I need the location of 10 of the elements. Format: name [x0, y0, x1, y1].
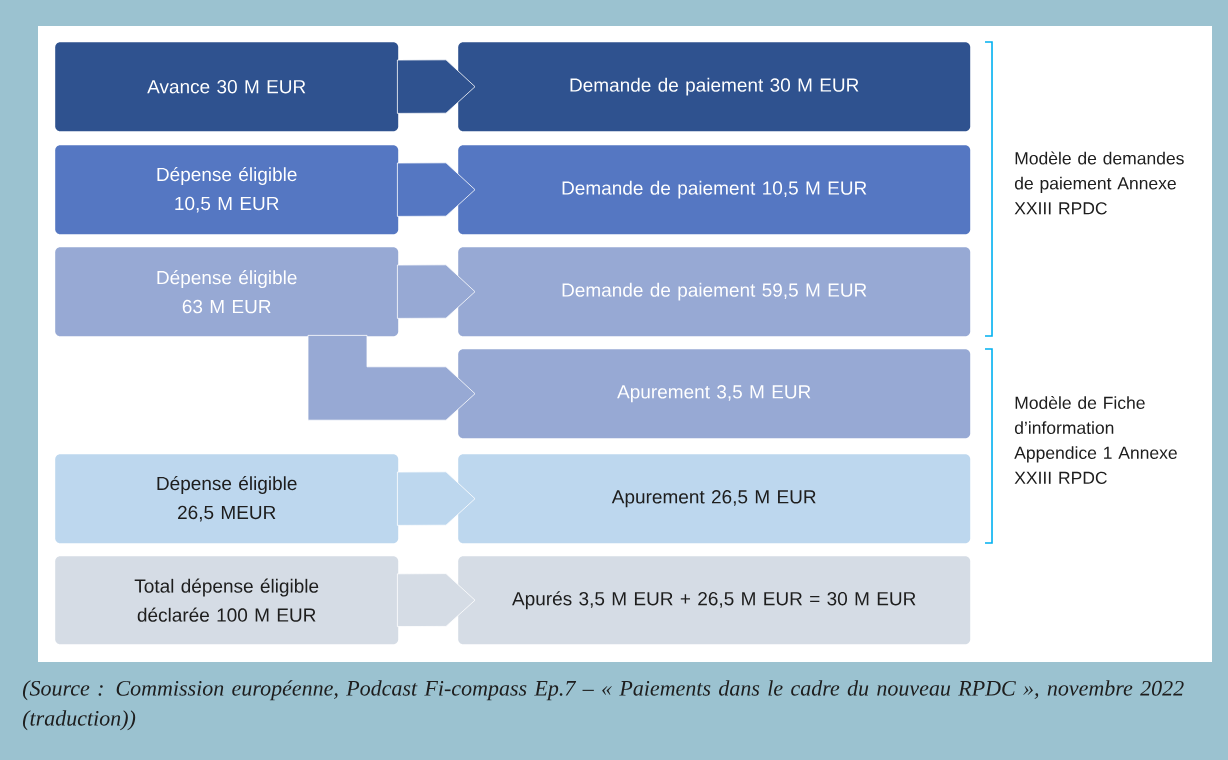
bracket-label: Modèle de Fiche d’information Appendice 1 Annexe XXIII RPDC [1014, 395, 1177, 485]
chevron-arrow [397, 573, 476, 627]
chevron-arrow [397, 264, 476, 319]
caption: (Source : Commission européenne, Podcast Fi-compass Ep.7 – « Paiements dans le cadre du nouveau RPDC », novembre 2022 (traduction)) [22, 680, 1184, 731]
chevron-arrow [397, 471, 476, 526]
process-box: Apurement 3,5 M EUR [458, 349, 971, 439]
bracket-label: Modèle de demandes de paiement Annexe XXIII RPDC [1014, 151, 1184, 215]
chevron-arrow [397, 162, 476, 217]
chevron-arrow [307, 335, 476, 421]
chevron-arrow [397, 59, 476, 114]
